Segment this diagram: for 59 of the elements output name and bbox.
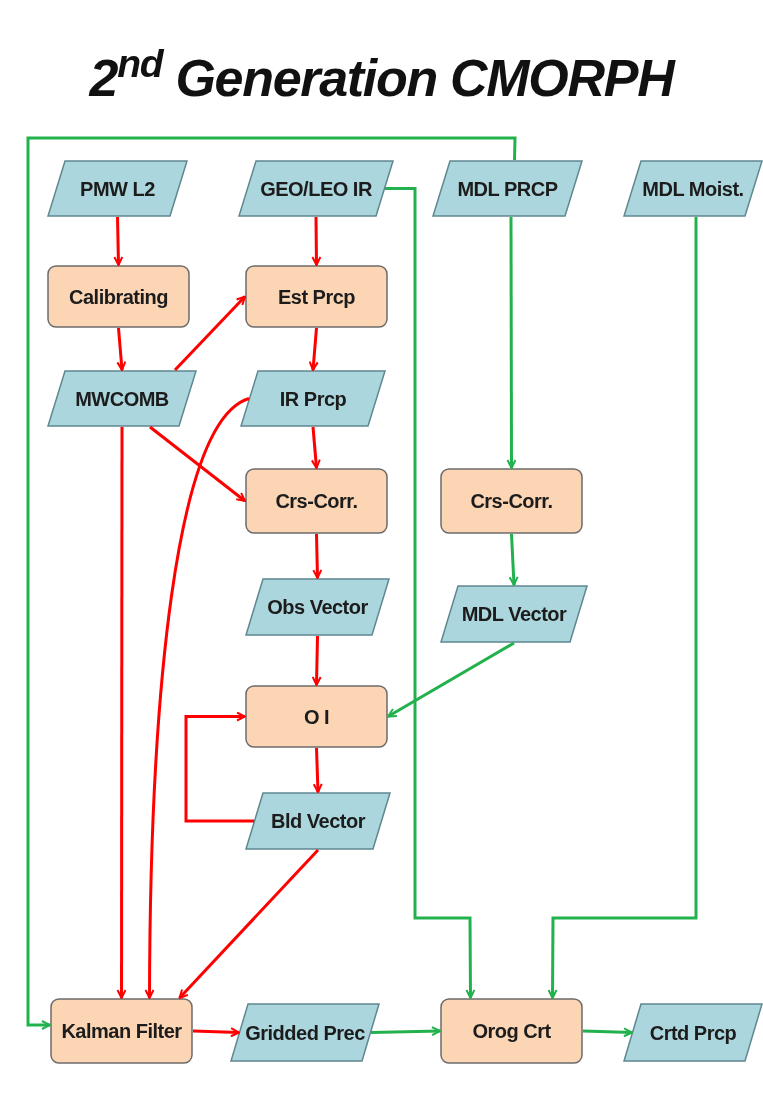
arrow [310, 426, 321, 469]
arrow [370, 1026, 441, 1037]
process-box [47, 265, 190, 328]
data-parallelogram [623, 1003, 763, 1062]
process-box [50, 998, 193, 1064]
node-label: Obs Vector [267, 595, 368, 620]
node-label: Kalman Filter [61, 1019, 182, 1044]
node-label: Orog Crt [472, 1019, 551, 1044]
data-parallelogram [432, 160, 583, 217]
node-label: Crtd Prcp [649, 1020, 737, 1046]
node-label: Crs-Corr. [470, 489, 553, 514]
arrow [178, 848, 320, 1000]
arrow [311, 635, 322, 686]
arrow [113, 216, 124, 266]
arrow [116, 327, 127, 371]
process-box [440, 468, 583, 534]
arrow [192, 1027, 240, 1038]
arrow [144, 397, 250, 999]
arrow [116, 427, 127, 999]
node-label: Est Prcp [277, 284, 356, 310]
data-parallelogram [47, 160, 188, 217]
arrow [547, 217, 698, 999]
node-label: O I [303, 704, 330, 730]
process-box [440, 998, 583, 1064]
data-parallelogram [47, 370, 197, 427]
data-parallelogram [240, 370, 386, 427]
data-parallelogram [623, 160, 763, 217]
node-label: Bld Vector [271, 809, 365, 834]
process-box [245, 265, 388, 328]
data-parallelogram [230, 1003, 380, 1062]
process-box [245, 468, 388, 534]
arrow [184, 711, 254, 823]
node-label: MDL Vector [461, 602, 567, 627]
node-label: Calibrating [69, 284, 168, 310]
arrow [308, 327, 319, 371]
arrow [149, 425, 246, 503]
node-label: GEO/LEO IR [260, 176, 372, 202]
node-label: MDL PRCP [457, 176, 558, 202]
node-label: MDL Moist. [642, 176, 744, 202]
arrow [26, 136, 517, 1030]
arrow [582, 1027, 633, 1038]
data-parallelogram [238, 160, 394, 217]
node-label: Crs-Corr. [275, 489, 358, 514]
process-box [245, 685, 388, 748]
node-label: Gridded Prec [245, 1020, 365, 1046]
node-label: PMW L2 [80, 176, 155, 202]
data-parallelogram [245, 792, 391, 850]
data-parallelogram [440, 585, 588, 643]
node-label: IR Prcp [279, 386, 347, 412]
arrow [312, 747, 323, 793]
arrow [506, 217, 517, 469]
node-label: MWCOMB [75, 386, 169, 412]
arrow [311, 217, 322, 266]
data-parallelogram [245, 578, 390, 636]
arrow [387, 641, 515, 718]
arrow [312, 533, 323, 579]
arrow [508, 533, 519, 586]
arrow [173, 295, 247, 372]
arrow [385, 187, 476, 999]
